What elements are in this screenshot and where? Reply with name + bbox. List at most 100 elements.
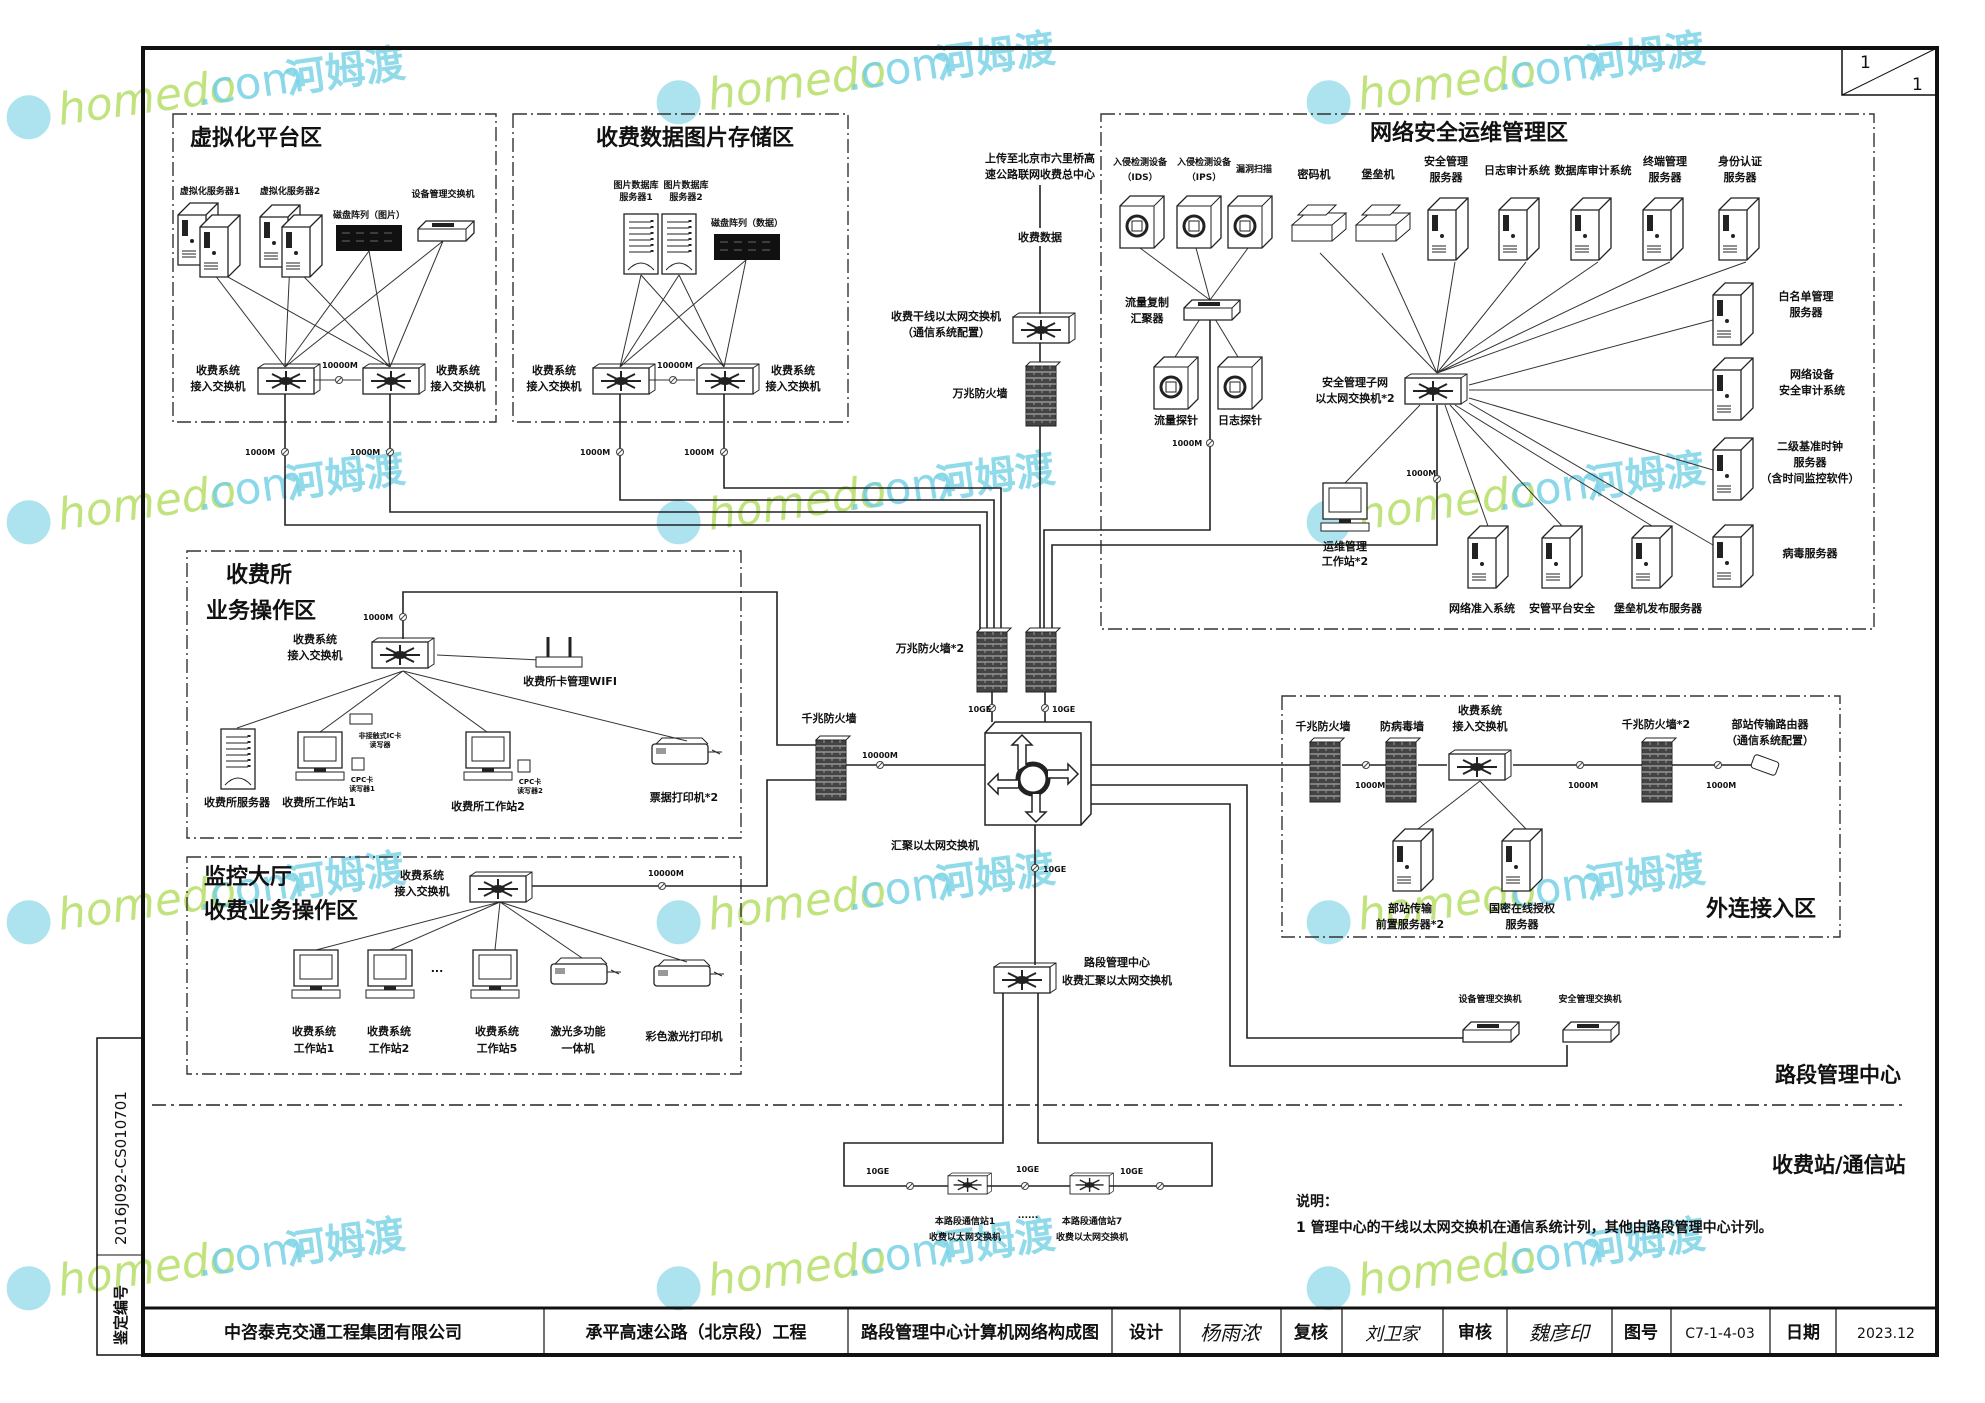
label-reader: 非接触式IC卡 bbox=[359, 731, 402, 740]
label-upload: 上传至北京市六里桥高 bbox=[985, 151, 1095, 165]
label-reader: 读写器 bbox=[370, 740, 392, 749]
label-switch: 接入交换机 bbox=[288, 648, 343, 662]
title-block: 中咨泰克交通工程集团有限公司 承平高速公路（北京段）工程 路段管理中心计算机网络… bbox=[141, 1306, 1939, 1357]
watermark-cn: 河姆渡 bbox=[283, 446, 408, 508]
zone-security-content: 网络安全运维管理区 入侵检测设备 （IDS） 入侵检测设备 （IPS） 漏洞扫描… bbox=[1112, 120, 1860, 615]
label-traffic-agg: 流量复制 bbox=[1125, 295, 1169, 309]
label-switch: 收费系统 bbox=[532, 363, 576, 377]
storage-server-icon bbox=[622, 212, 660, 276]
label-sec-platform: 安管平台安全 bbox=[1529, 601, 1596, 615]
security-subnet-switch-icon bbox=[1404, 373, 1468, 405]
connections bbox=[207, 185, 1752, 1187]
label-security-mgmt-server: 服务器 bbox=[1430, 170, 1464, 184]
server-icon bbox=[1427, 197, 1469, 261]
review-label: 复核 bbox=[1293, 1322, 1328, 1343]
sheet-current: 1 bbox=[1860, 53, 1871, 73]
link-marker-icon bbox=[616, 448, 624, 456]
label-reader: CPC卡 bbox=[519, 777, 541, 786]
switch-icon bbox=[696, 363, 760, 395]
security-mgmt-switch-icon bbox=[1562, 1021, 1620, 1043]
firewall-icon bbox=[1309, 737, 1345, 803]
label-router: （通信系统配置） bbox=[1726, 733, 1814, 747]
speed-label: 10GE bbox=[866, 1167, 889, 1176]
label-fw2: 千兆防火墙*2 bbox=[1622, 717, 1690, 731]
label-front-server: 部站传输 bbox=[1388, 901, 1433, 915]
zone-virtual bbox=[172, 113, 497, 423]
label-terminal-mgmt: 终端管理 bbox=[1643, 154, 1687, 168]
workstation-icon bbox=[1320, 482, 1370, 532]
traffic-aggregator-icon bbox=[1183, 299, 1241, 321]
link-marker-icon bbox=[988, 704, 996, 712]
zone-monitor-hall-content: 监控大厅 收费业务操作区 收费系统 接入交换机 10000M ... 收费系统 … bbox=[204, 864, 725, 1055]
label-identity-auth: 服务器 bbox=[1724, 170, 1758, 184]
watermark-cn: 河姆渡 bbox=[1583, 26, 1708, 88]
label-auth-server: 国密在线授权 bbox=[1489, 901, 1556, 915]
label-switch: 接入交换机 bbox=[431, 379, 486, 393]
watermark-domain: .com bbox=[193, 456, 307, 522]
station-switch-icon bbox=[1069, 1172, 1115, 1195]
label-terminal-mgmt: 服务器 bbox=[1649, 170, 1683, 184]
printer-icon bbox=[651, 737, 723, 765]
review-signature: 刘卫家 bbox=[1365, 1324, 1421, 1345]
drawing-no-label: 图号 bbox=[1624, 1323, 1658, 1343]
label-fw-10g: 万兆防火墙 bbox=[952, 386, 1008, 400]
server-icon bbox=[1541, 525, 1583, 589]
sheet-total: 1 bbox=[1912, 75, 1923, 95]
strip-code: 2016J092-CS010701 bbox=[112, 1091, 130, 1245]
watermark-brand: homedo bbox=[1354, 865, 1539, 940]
antivirus-wall-icon bbox=[1385, 737, 1421, 803]
zone-external-title: 外连接入区 bbox=[1706, 896, 1816, 922]
watermark-brand: homedo bbox=[54, 60, 239, 135]
label-ops-workstation: 运维管理 bbox=[1323, 539, 1367, 553]
label-auth-server: 服务器 bbox=[1506, 917, 1540, 931]
section-label-station: 收费站/通信站 bbox=[1772, 1153, 1906, 1177]
card-reader-icon bbox=[349, 713, 373, 725]
traffic-probe-icon bbox=[1152, 355, 1200, 411]
label-nac: 网络准入系统 bbox=[1449, 601, 1515, 615]
company-name: 中咨泰克交通工程集团有限公司 bbox=[224, 1322, 462, 1343]
watermark-brand: homedo bbox=[1354, 465, 1539, 540]
watermark-brand: homedo bbox=[54, 465, 239, 540]
zone-monitor-title: 监控大厅 bbox=[204, 864, 292, 890]
server-icon bbox=[1712, 357, 1754, 421]
watermark-brand: homedo bbox=[54, 865, 239, 940]
center-backbone: 上传至北京市六里桥高 速公路联网收费总中心 收费数据 收费干线以太网交换机 （通… bbox=[802, 151, 1622, 1043]
switch-icon bbox=[592, 363, 656, 395]
zone-external bbox=[1281, 695, 1841, 938]
switch-icon bbox=[469, 871, 533, 903]
watermark-domain: .com bbox=[843, 856, 957, 922]
switch-icon bbox=[1448, 749, 1512, 781]
watermark-brand: homedo bbox=[704, 45, 889, 120]
watermark-cn: 河姆渡 bbox=[933, 446, 1058, 508]
ids-icon bbox=[1118, 194, 1166, 250]
label-upload: 速公路联网收费总中心 bbox=[985, 167, 1095, 181]
crypto-machine-icon bbox=[1291, 204, 1347, 242]
label-switch: 收费系统 bbox=[436, 363, 480, 377]
firewall-1g-icon bbox=[815, 735, 851, 801]
core-switch-icon bbox=[984, 721, 1092, 826]
link-marker-icon bbox=[1021, 1182, 1029, 1190]
label-ws: 工作站2 bbox=[369, 1041, 410, 1055]
notes: 说明： 1 管理中心的干线以太网交换机在通信系统计列，其他由路段管理中心计列。 bbox=[1296, 1193, 1773, 1236]
label-log-probe: 日志探针 bbox=[1218, 413, 1262, 427]
watermark-cn: 河姆渡 bbox=[1583, 846, 1708, 908]
watermark-domain: .com bbox=[1493, 456, 1607, 522]
label-net-audit: 网络设备 bbox=[1790, 367, 1835, 381]
link-marker-icon bbox=[399, 613, 407, 621]
color-printer-icon bbox=[653, 959, 725, 987]
label-trunk-switch: （通信系统配置） bbox=[902, 325, 990, 339]
label-identity-auth: 身份认证 bbox=[1718, 154, 1762, 168]
label-section-switch: 收费汇聚以太网交换机 bbox=[1062, 973, 1172, 987]
zone-external-content: 千兆防火墙 防病毒墙 收费系统 接入交换机 千兆防火墙*2 部站传输路由器 （通… bbox=[1296, 703, 1817, 931]
link-marker-icon bbox=[1156, 1182, 1164, 1190]
date-label: 日期 bbox=[1786, 1323, 1820, 1343]
server-icon bbox=[1712, 282, 1754, 346]
speed-label: 1000M bbox=[1172, 439, 1202, 448]
link-marker-icon bbox=[720, 448, 728, 456]
bastion-host-icon bbox=[1355, 204, 1411, 242]
firewall-icon bbox=[1641, 737, 1677, 803]
label-security-mgmt-server: 安全管理 bbox=[1424, 154, 1468, 168]
label-db-audit: 数据库审计系统 bbox=[1555, 163, 1632, 177]
server-icon bbox=[199, 214, 241, 278]
speed-label: 1000M bbox=[350, 448, 380, 457]
